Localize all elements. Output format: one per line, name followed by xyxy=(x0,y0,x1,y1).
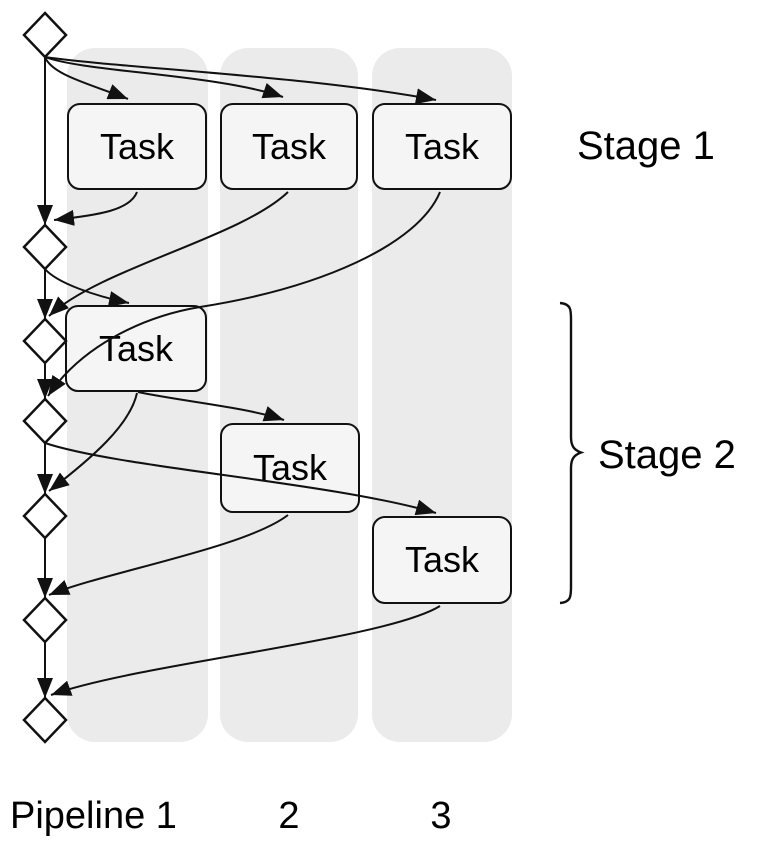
stage2-label: Stage 2 xyxy=(598,433,736,477)
gate-diamond-3 xyxy=(22,317,68,365)
task-label: Task xyxy=(404,125,480,167)
task-label: Task xyxy=(404,539,480,580)
gate-diamond-7 xyxy=(22,696,68,744)
gate-diamond-4 xyxy=(22,397,68,445)
task-node-stage1-pipeline1: Task xyxy=(67,103,207,190)
stage1-label: Stage 1 xyxy=(577,124,715,168)
pipeline-label-1: Pipeline 1 xyxy=(10,795,177,837)
task-node-stage2-pipeline2: Task xyxy=(220,423,360,513)
pipeline-label-3: 3 xyxy=(430,795,452,837)
stage2-brace xyxy=(559,301,585,605)
gate-diamond-6 xyxy=(22,596,68,644)
gate-diamond-2 xyxy=(22,223,68,271)
gate-diamond-1 xyxy=(22,11,68,59)
task-label: Task xyxy=(251,125,327,167)
pipeline-label-2: 2 xyxy=(278,795,300,837)
gate-diamond-5 xyxy=(22,492,68,540)
task-node-stage1-pipeline2: Task xyxy=(220,103,358,190)
task-label: Task xyxy=(98,327,174,369)
task-node-stage1-pipeline3: Task xyxy=(372,103,512,190)
task-node-stage2-pipeline1: Task xyxy=(65,305,207,392)
task-label: Task xyxy=(252,447,328,488)
task-node-stage2-pipeline3: Task xyxy=(372,516,512,604)
task-label: Task xyxy=(99,125,175,167)
